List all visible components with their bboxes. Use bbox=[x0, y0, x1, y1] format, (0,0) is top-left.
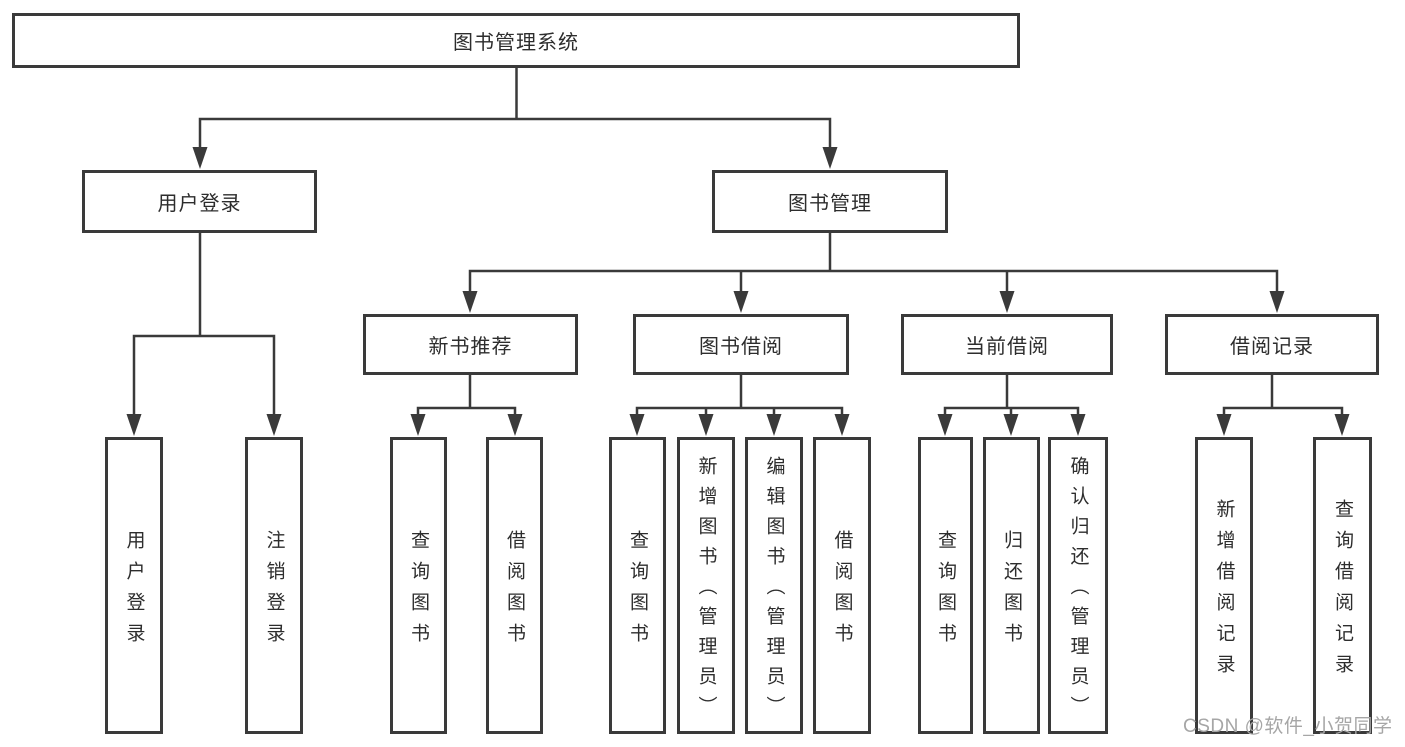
leaf-confirm-return-admin: 确认归还（管理员） bbox=[1048, 437, 1108, 734]
leaf-query-books-recommend-label: 查询图书 bbox=[408, 529, 429, 654]
leaf-query-borrow-record: 查询借阅记录 bbox=[1313, 437, 1372, 734]
node-user-login: 用户登录 bbox=[82, 170, 317, 233]
leaf-add-book-admin: 新增图书（管理员） bbox=[677, 437, 735, 734]
leaf-add-borrow-record-label: 新增借阅记录 bbox=[1213, 498, 1235, 685]
node-book-management: 图书管理 bbox=[712, 170, 948, 233]
node-current-borrowing: 当前借阅 bbox=[901, 314, 1113, 375]
leaf-user-login-label: 用户登录 bbox=[123, 529, 145, 654]
node-library-system: 图书管理系统 bbox=[12, 13, 1020, 68]
leaf-query-books-current-label: 查询图书 bbox=[935, 529, 956, 654]
leaf-borrow-books-borrowing: 借阅图书 bbox=[813, 437, 871, 734]
node-book-borrowing: 图书借阅 bbox=[633, 314, 849, 375]
leaf-query-books-borrowing: 查询图书 bbox=[609, 437, 666, 734]
leaf-query-books-current: 查询图书 bbox=[918, 437, 973, 734]
watermark: CSDN @软件_小贺同学 bbox=[1183, 716, 1393, 737]
leaf-borrow-books-recommend: 借阅图书 bbox=[486, 437, 543, 734]
leaf-logout-label: 注销登录 bbox=[263, 529, 285, 654]
node-borrowing-records: 借阅记录 bbox=[1165, 314, 1379, 375]
leaf-edit-book-admin-label: 编辑图书（管理员） bbox=[763, 456, 785, 726]
node-new-book-recommendation: 新书推荐 bbox=[363, 314, 578, 375]
leaf-return-books: 归还图书 bbox=[983, 437, 1040, 734]
leaf-query-books-recommend: 查询图书 bbox=[390, 437, 447, 734]
leaf-query-books-borrowing-label: 查询图书 bbox=[627, 529, 648, 654]
leaf-return-books-label: 归还图书 bbox=[1001, 529, 1022, 654]
leaf-confirm-return-admin-label: 确认归还（管理员） bbox=[1067, 456, 1089, 726]
leaf-add-borrow-record: 新增借阅记录 bbox=[1195, 437, 1253, 734]
leaf-add-book-admin-label: 新增图书（管理员） bbox=[695, 456, 717, 726]
leaf-borrow-books-borrowing-label: 借阅图书 bbox=[831, 529, 853, 654]
leaf-logout: 注销登录 bbox=[245, 437, 303, 734]
leaf-edit-book-admin: 编辑图书（管理员） bbox=[745, 437, 803, 734]
leaf-borrow-books-recommend-label: 借阅图书 bbox=[504, 529, 525, 654]
leaf-query-borrow-record-label: 查询借阅记录 bbox=[1332, 498, 1353, 685]
leaf-user-login: 用户登录 bbox=[105, 437, 163, 734]
